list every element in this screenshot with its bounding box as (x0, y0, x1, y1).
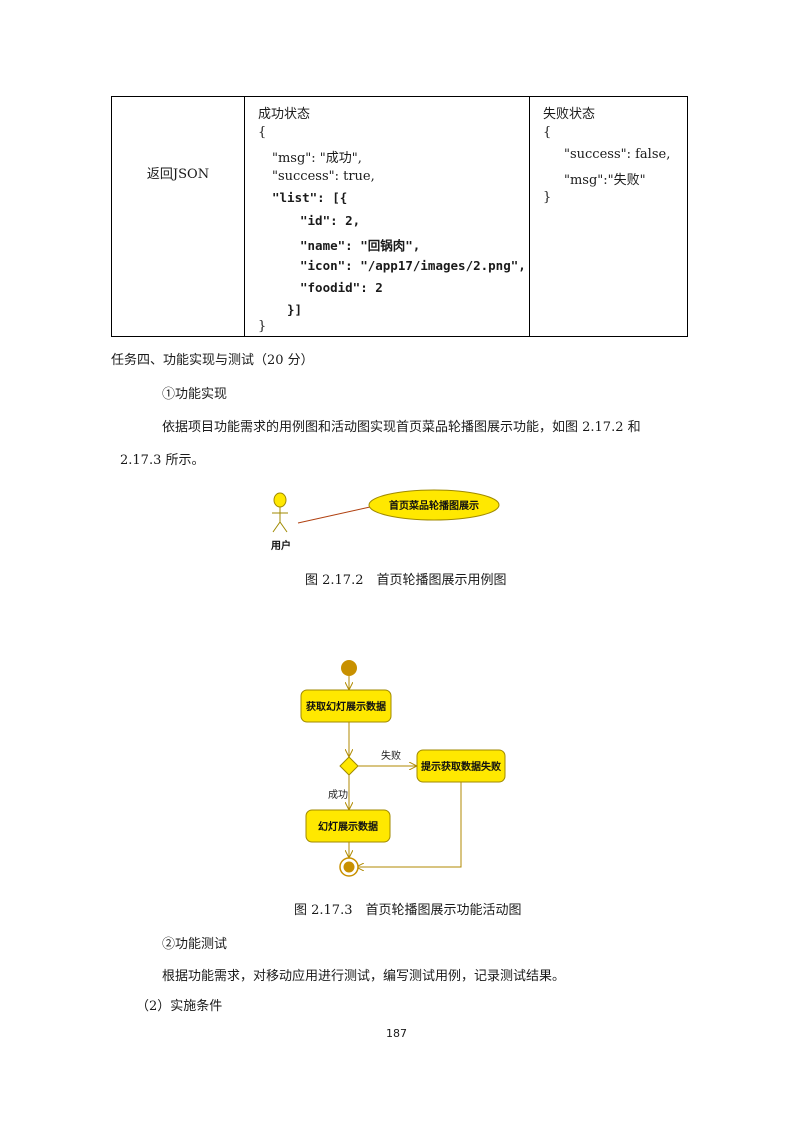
code-line: } (258, 319, 267, 334)
return-json-label: 返回JSON (146, 167, 210, 182)
section-heading: （2）实施条件 (136, 999, 223, 1014)
code-line: { (258, 125, 267, 140)
figure-caption: 图 2.17.3 首页轮播图展示功能活动图 (294, 903, 522, 918)
action-label: 提示获取数据失败 (421, 760, 501, 773)
code-line: { (543, 125, 552, 140)
response-table: 返回JSON 成功状态 { "msg": "成功", "success": tr… (111, 96, 688, 337)
success-guard-label: 成功 (328, 789, 348, 801)
subheading-implementation: ①功能实现 (162, 387, 228, 402)
page-number: 187 (386, 1027, 407, 1040)
code-line: "success": false, (564, 147, 671, 162)
code-line: "icon": "/app17/images/2.png", (300, 258, 526, 273)
code-line: "id": 2, (300, 213, 361, 228)
paragraph-line: 2.17.3 所示。 (120, 453, 205, 468)
actor-label: 用户 (270, 539, 291, 552)
usecase-ellipse (368, 489, 500, 521)
initial-node (341, 660, 357, 676)
actor-figure (272, 492, 288, 533)
task-heading: 任务四、功能实现与测试（20 分） (111, 353, 314, 368)
code-line: "foodid": 2 (300, 280, 383, 295)
code-line: "name": "回锅肉", (300, 238, 421, 253)
figure-caption: 图 2.17.2 首页轮播图展示用例图 (305, 573, 507, 588)
code-line: "success": true, (272, 169, 375, 184)
table-label-cell: 返回JSON (111, 96, 245, 337)
code-line: }] (287, 302, 303, 317)
action-get-slide-data (300, 689, 392, 723)
usecase-label: 首页菜品轮播图展示 (389, 499, 479, 512)
success-title: 成功状态 (258, 107, 311, 122)
usecase-diagram: 用户 首页菜品轮播图展示 (270, 489, 500, 552)
paragraph-line: 根据功能需求，对移动应用进行测试，编写测试用例，记录测试结果。 (162, 969, 566, 984)
action-show-slides (305, 809, 391, 843)
fail-title: 失败状态 (543, 107, 596, 122)
code-line: "msg": "成功", (272, 151, 362, 166)
code-line: "msg":"失败" (564, 173, 646, 188)
activity-diagram: 获取幻灯展示数据 失败 提示获取数据失败 成功 幻灯展示数据 (300, 660, 506, 877)
code-line: "list": [{ (272, 190, 348, 205)
success-state-cell: 成功状态 { "msg": "成功", "success": true, "li… (244, 96, 530, 337)
association-line (297, 506, 371, 524)
final-node (339, 857, 359, 877)
paragraph-line: 依据项目功能需求的用例图和活动图实现首页菜品轮播图展示功能，如图 2.17.2 … (162, 420, 641, 435)
code-line: } (543, 190, 552, 205)
subheading-testing: ②功能测试 (162, 937, 228, 952)
action-label: 幻灯展示数据 (318, 820, 378, 833)
decision-node (339, 756, 359, 776)
fail-guard-label: 失败 (381, 749, 401, 762)
action-label: 获取幻灯展示数据 (305, 700, 386, 713)
fail-state-cell: 失败状态 { "success": false, "msg":"失败" } (529, 96, 688, 337)
